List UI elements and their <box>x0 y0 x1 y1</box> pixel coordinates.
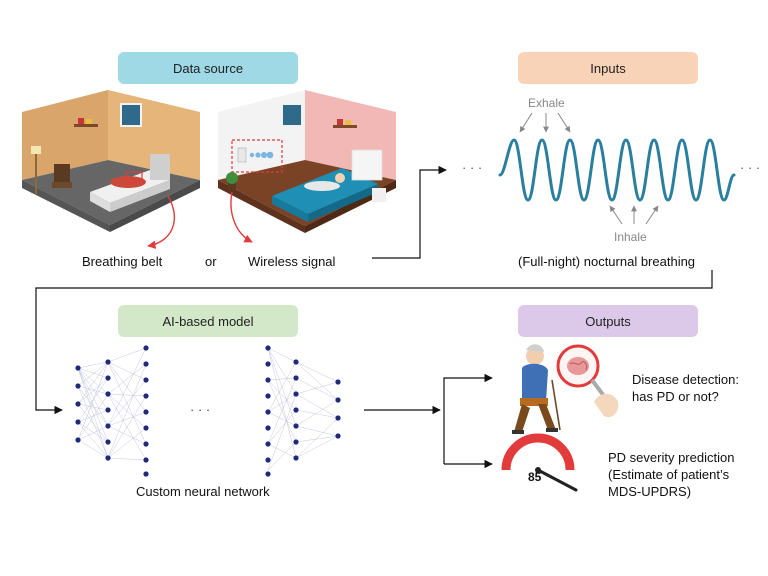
inhale-label: Inhale <box>614 230 647 244</box>
neural-network-caption: Custom neural network <box>136 484 270 499</box>
waveform-ellipsis-left: · · · <box>462 160 483 175</box>
nocturnal-breathing-caption: (Full-night) nocturnal breathing <box>518 254 696 269</box>
neural-network-diagram <box>77 347 339 471</box>
outputs-header: Outputs <box>518 305 698 337</box>
neural-network-nodes <box>75 345 341 477</box>
ai-model-header: AI-based model <box>118 305 298 337</box>
waveform-ellipsis-right: · · · <box>740 160 761 175</box>
network-ellipsis: · · · <box>190 402 211 417</box>
severity-line3: MDS-UPDRS) <box>608 484 692 499</box>
disease-detection-line1: Disease detection: <box>632 372 739 387</box>
gauge-value: 85 <box>528 470 542 484</box>
patient-illustration <box>512 344 561 434</box>
breathing-belt-label: Breathing belt <box>82 254 163 269</box>
or-label: or <box>205 254 217 269</box>
wireless-signal-label: Wireless signal <box>248 254 336 269</box>
disease-detection-line2: has PD or not? <box>632 389 719 404</box>
inputs-header: Inputs <box>518 52 698 84</box>
data-source-header: Data source <box>118 52 298 84</box>
severity-line1: PD severity prediction <box>608 450 735 465</box>
severity-line2: (Estimate of patient’s <box>608 467 730 482</box>
magnifier-brain-illustration <box>556 344 619 418</box>
severity-gauge <box>501 433 578 492</box>
breathing-waveform <box>498 138 736 202</box>
exhale-label: Exhale <box>528 96 565 110</box>
bedroom-belt-illustration <box>22 90 200 249</box>
bedroom-wireless-illustration <box>218 90 396 243</box>
